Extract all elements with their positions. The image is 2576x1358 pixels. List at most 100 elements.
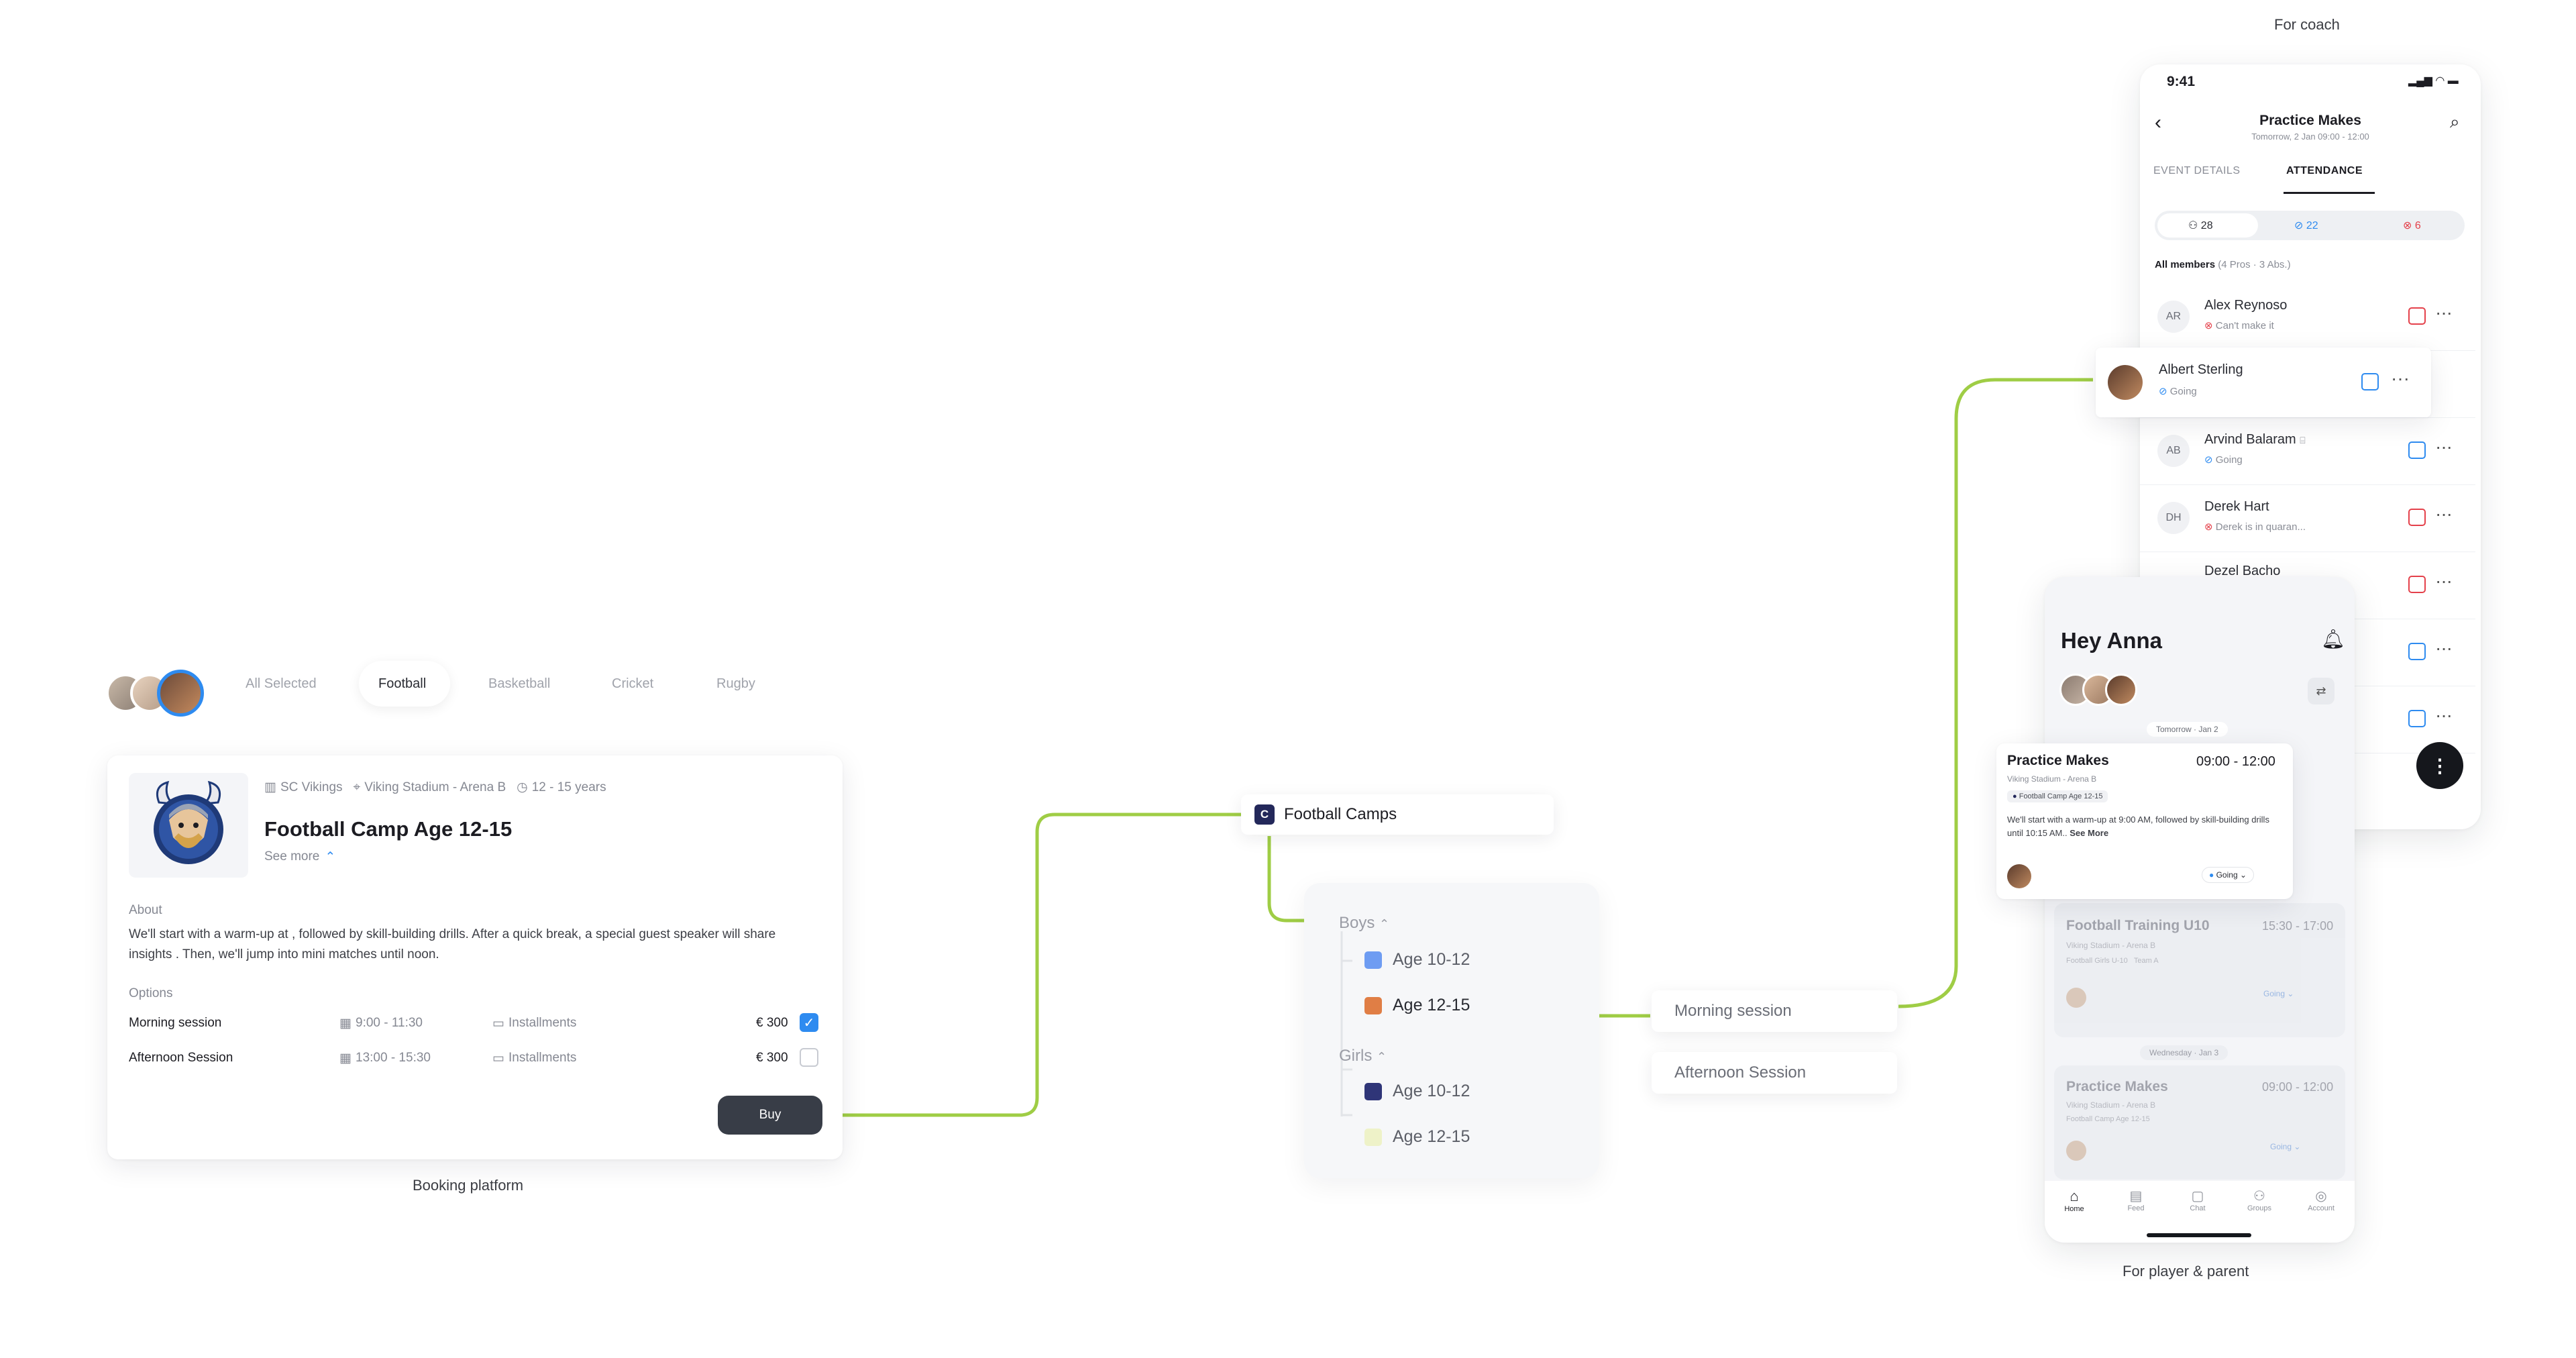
chevron-up-icon: ⌃ bbox=[1379, 917, 1390, 931]
group-girls[interactable]: Girls ⌃ bbox=[1339, 1047, 1387, 1065]
option-payment: Installments bbox=[508, 1051, 577, 1065]
nav-groups[interactable]: ⚇Groups bbox=[2239, 1188, 2279, 1212]
back-icon[interactable]: ‹ bbox=[2155, 111, 2161, 134]
option-name: Morning session bbox=[129, 1016, 222, 1030]
nav-account[interactable]: ◎Account bbox=[2301, 1188, 2341, 1212]
tab-event-details[interactable]: EVENT DETAILS bbox=[2153, 165, 2241, 176]
nav-home[interactable]: ⌂Home bbox=[2054, 1188, 2094, 1213]
option-price: € 300 bbox=[756, 1051, 788, 1065]
segment-absent[interactable]: ⊗ 6 bbox=[2403, 220, 2421, 231]
filter-rugby[interactable]: Rugby bbox=[716, 676, 755, 691]
more-icon[interactable]: ··· bbox=[2435, 503, 2453, 524]
color-swatch bbox=[1364, 951, 1382, 969]
attendance-checkbox[interactable] bbox=[2408, 509, 2426, 526]
event-title: Football Training U10 bbox=[2066, 918, 2210, 933]
club-logo bbox=[129, 773, 248, 878]
status-dropdown[interactable]: Going ⌄ bbox=[2263, 989, 2294, 998]
age-girls-10-12[interactable]: Age 10-12 bbox=[1364, 1082, 1470, 1101]
group-boys[interactable]: Boys ⌃ bbox=[1339, 914, 1390, 932]
event-card-dim[interactable]: Practice Makes 09:00 - 12:00 Viking Stad… bbox=[2054, 1065, 2345, 1180]
card-icon: ▭ bbox=[492, 1051, 504, 1065]
nav-feed[interactable]: ▤Feed bbox=[2116, 1188, 2156, 1212]
member-row[interactable]: AB Arvind Balaram ⌸ ⊘ Going ··· bbox=[2140, 417, 2475, 485]
member-status: ⊗ Derek is in quaran... bbox=[2204, 521, 2306, 533]
member-row[interactable]: DH Derek Hart ⊗ Derek is in quaran... ··… bbox=[2140, 484, 2475, 552]
event-title: Practice Makes bbox=[2066, 1079, 2168, 1094]
event-time: 09:00 - 12:00 bbox=[2196, 754, 2275, 769]
attendance-checkbox[interactable] bbox=[2408, 307, 2426, 325]
status-icons: ▂▄▆ ◠ ▬ bbox=[2408, 75, 2459, 87]
session-node-afternoon[interactable]: Afternoon Session bbox=[1652, 1052, 1897, 1094]
filter-pill-active bbox=[359, 661, 450, 707]
attendance-checkbox[interactable] bbox=[2408, 441, 2426, 459]
search-icon[interactable]: ⌕ bbox=[2450, 111, 2460, 132]
nav-chat[interactable]: ▢Chat bbox=[2178, 1188, 2218, 1212]
buy-button[interactable]: Buy bbox=[718, 1096, 822, 1135]
event-place: Viking Stadium - Arena B bbox=[2007, 774, 2097, 784]
day-chip-tomorrow: Tomorrow · Jan 2 bbox=[2147, 722, 2228, 737]
member-name: Derek Hart bbox=[2204, 499, 2269, 514]
age-boys-10-12[interactable]: Age 10-12 bbox=[1364, 950, 1470, 970]
more-icon[interactable]: ··· bbox=[2391, 368, 2410, 388]
switch-icon[interactable]: ⇄ bbox=[2308, 678, 2334, 704]
location: Viking Stadium - Arena B bbox=[364, 780, 506, 794]
filter-football[interactable]: Football bbox=[378, 676, 427, 691]
location-pin-icon: ⌖ bbox=[353, 780, 361, 794]
member-row[interactable] bbox=[2140, 350, 2475, 418]
more-icon[interactable]: ··· bbox=[2435, 436, 2453, 457]
groups-icon: ⚇ bbox=[2253, 1189, 2265, 1204]
age-girls-12-15[interactable]: Age 12-15 bbox=[1364, 1127, 1470, 1147]
color-swatch bbox=[1364, 1082, 1382, 1100]
status-dropdown[interactable]: Going ⌄ bbox=[2270, 1142, 2301, 1151]
family-avatars[interactable] bbox=[2059, 674, 2167, 707]
football-camps-node[interactable]: C Football Camps bbox=[1241, 794, 1554, 835]
event-title: Practice Makes bbox=[2007, 753, 2109, 768]
segment-total[interactable]: ⚇ 28 bbox=[2188, 220, 2213, 231]
attendance-checkbox[interactable] bbox=[2361, 373, 2379, 390]
option-row[interactable]: Afternoon Session ▦ 13:00 - 15:30 ▭ Inst… bbox=[129, 1045, 820, 1072]
more-icon[interactable]: ··· bbox=[2435, 302, 2453, 323]
member-initials: AB bbox=[2157, 435, 2190, 467]
fab-more-button[interactable]: ⋮ bbox=[2416, 742, 2463, 789]
avatar bbox=[2105, 674, 2137, 706]
filter-all-selected[interactable]: All Selected bbox=[246, 676, 317, 691]
event-tag: Football Girls U-10 Team A bbox=[2066, 957, 2159, 965]
age-boys-12-15[interactable]: Age 12-15 bbox=[1364, 996, 1470, 1015]
highlighted-event-card[interactable]: Practice Makes 09:00 - 12:00 Viking Stad… bbox=[1996, 743, 2293, 899]
filter-cricket[interactable]: Cricket bbox=[612, 676, 654, 691]
avatar bbox=[157, 670, 204, 717]
bottom-nav: ⌂Home ▤Feed ▢Chat ⚇Groups ◎Account bbox=[2045, 1181, 2355, 1243]
about-text: We'll start with a warm-up at , followed… bbox=[129, 927, 776, 961]
event-title: Football Camp Age 12-15 bbox=[264, 817, 513, 841]
member-initials: AR bbox=[2157, 301, 2190, 333]
attendance-segment[interactable]: ⚇ 28 ⊘ 22 ⊗ 6 bbox=[2155, 211, 2465, 240]
attendance-checkbox[interactable] bbox=[2408, 643, 2426, 660]
attendance-checkbox[interactable] bbox=[2408, 710, 2426, 727]
see-more-link[interactable]: See more⌃ bbox=[264, 849, 336, 864]
option-checkbox[interactable]: ✓ bbox=[800, 1013, 818, 1032]
option-row[interactable]: Morning session ▦ 9:00 - 11:30 ▭ Install… bbox=[129, 1010, 820, 1037]
category-label: Football Camps bbox=[1284, 805, 1397, 823]
session-node-morning[interactable]: Morning session bbox=[1652, 990, 1897, 1032]
bell-icon[interactable]: 🔔︎ bbox=[2321, 629, 2345, 649]
more-icon[interactable]: ··· bbox=[2435, 637, 2453, 658]
option-payment: Installments bbox=[508, 1016, 577, 1030]
status-dropdown[interactable]: ● Going ⌄ bbox=[2202, 867, 2255, 883]
member-row[interactable]: AR Alex Reynoso ⊗ Can't make it ··· bbox=[2140, 283, 2475, 351]
check-circle-icon: ⊘ bbox=[2294, 220, 2304, 231]
highlighted-member-row[interactable]: Albert Sterling ⊘ Going ··· bbox=[2096, 348, 2431, 417]
clock-icon: ◷ bbox=[517, 780, 528, 794]
members-header: All members (4 Pros · 3 Abs.) bbox=[2155, 259, 2291, 270]
attendance-checkbox[interactable] bbox=[2408, 576, 2426, 593]
option-checkbox[interactable] bbox=[800, 1048, 818, 1067]
see-more-link[interactable]: See More bbox=[2070, 828, 2109, 838]
segment-going[interactable]: ⊘ 22 bbox=[2294, 220, 2318, 231]
tab-attendance[interactable]: ATTENDANCE bbox=[2286, 165, 2363, 176]
event-tag: Football Camp Age 12-15 bbox=[2066, 1115, 2150, 1123]
more-icon[interactable]: ··· bbox=[2435, 570, 2453, 591]
event-card-dim[interactable]: Football Training U10 15:30 - 17:00 Viki… bbox=[2054, 903, 2345, 1037]
chat-icon: ▢ bbox=[2191, 1189, 2204, 1204]
filter-basketball[interactable]: Basketball bbox=[488, 676, 551, 691]
more-icon[interactable]: ··· bbox=[2435, 704, 2453, 725]
member-name: Dezel Bacho bbox=[2204, 564, 2281, 578]
